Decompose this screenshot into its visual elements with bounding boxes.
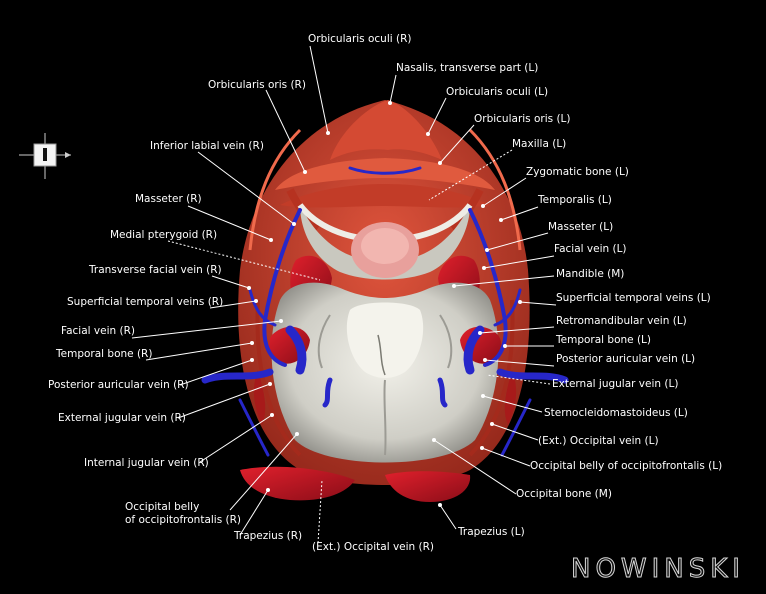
- label-posterior-auricular-vein-l[interactable]: Posterior auricular vein (L): [556, 353, 696, 365]
- label-occipital-bone-m[interactable]: Occipital bone (M): [516, 488, 612, 500]
- label-nasalis-transverse-l[interactable]: Nasalis, transverse part (L): [396, 62, 539, 74]
- label-zygomatic-bone-l[interactable]: Zygomatic bone (L): [526, 166, 629, 178]
- label-retromandibular-vein-l[interactable]: Retromandibular vein (L): [556, 315, 687, 327]
- label-maxilla-l[interactable]: Maxilla (L): [512, 138, 567, 150]
- trapezius-muscles: [240, 466, 471, 502]
- label-masseter-l[interactable]: Masseter (L): [548, 221, 614, 233]
- label-inferior-labial-vein-r[interactable]: Inferior labial vein (R): [150, 140, 264, 152]
- label-trapezius-l[interactable]: Trapezius (L): [458, 526, 525, 538]
- label-temporal-bone-l[interactable]: Temporal bone (L): [556, 334, 651, 346]
- veins: [201, 166, 569, 457]
- leader-dots: [247, 101, 522, 507]
- label-occipital-belly-r-line1[interactable]: Occipital belly: [125, 501, 200, 513]
- label-occipital-belly-l[interactable]: Occipital belly of occipitofrontalis (L): [530, 460, 723, 472]
- label-medial-pterygoid-r[interactable]: Medial pterygoid (R): [110, 229, 218, 241]
- label-ext-occipital-vein-r[interactable]: (Ext.) Occipital vein (R): [312, 541, 435, 553]
- label-external-jugular-vein-r[interactable]: External jugular vein (R): [58, 412, 186, 424]
- label-orbicularis-oculi-r[interactable]: Orbicularis oculi (R): [308, 33, 412, 45]
- label-ext-occipital-vein-l[interactable]: (Ext.) Occipital vein (L): [538, 435, 659, 447]
- label-temporal-bone-r[interactable]: Temporal bone (R): [56, 348, 153, 360]
- leader-lines: [131, 45, 557, 544]
- label-superficial-temporal-veins-r[interactable]: Superficial temporal veins (R): [67, 296, 224, 308]
- brand-logo: NOWINSKI: [571, 554, 745, 585]
- label-posterior-auricular-vein-r[interactable]: Posterior auricular vein (R): [48, 379, 189, 391]
- label-orbicularis-oris-r[interactable]: Orbicularis oris (R): [208, 79, 306, 91]
- maxilla-arch: [297, 203, 473, 280]
- label-sternocleidomastoideus-l[interactable]: Sternocleidomastoideus (L): [544, 407, 688, 419]
- label-facial-vein-r[interactable]: Facial vein (R): [61, 325, 135, 337]
- label-masseter-r[interactable]: Masseter (R): [135, 193, 202, 205]
- label-facial-vein-l[interactable]: Facial vein (L): [554, 243, 627, 255]
- orientation-cube-icon[interactable]: [19, 133, 71, 179]
- label-occipital-belly-r-line2[interactable]: of occipitofrontalis (R): [125, 514, 242, 526]
- skull-base: [271, 282, 499, 463]
- label-internal-jugular-vein-r[interactable]: Internal jugular vein (R): [84, 457, 209, 469]
- label-orbicularis-oculi-l[interactable]: Orbicularis oculi (L): [446, 86, 549, 98]
- label-external-jugular-vein-l[interactable]: External jugular vein (L): [552, 378, 679, 390]
- label-temporalis-l[interactable]: Temporalis (L): [538, 194, 612, 206]
- label-transverse-facial-vein-r[interactable]: Transverse facial vein (R): [89, 264, 222, 276]
- label-orbicularis-oris-l[interactable]: Orbicularis oris (L): [474, 113, 571, 125]
- label-mandible-m[interactable]: Mandible (M): [556, 268, 625, 280]
- label-superficial-temporal-veins-l[interactable]: Superficial temporal veins (L): [556, 292, 711, 304]
- label-trapezius-r[interactable]: Trapezius (R): [234, 530, 303, 542]
